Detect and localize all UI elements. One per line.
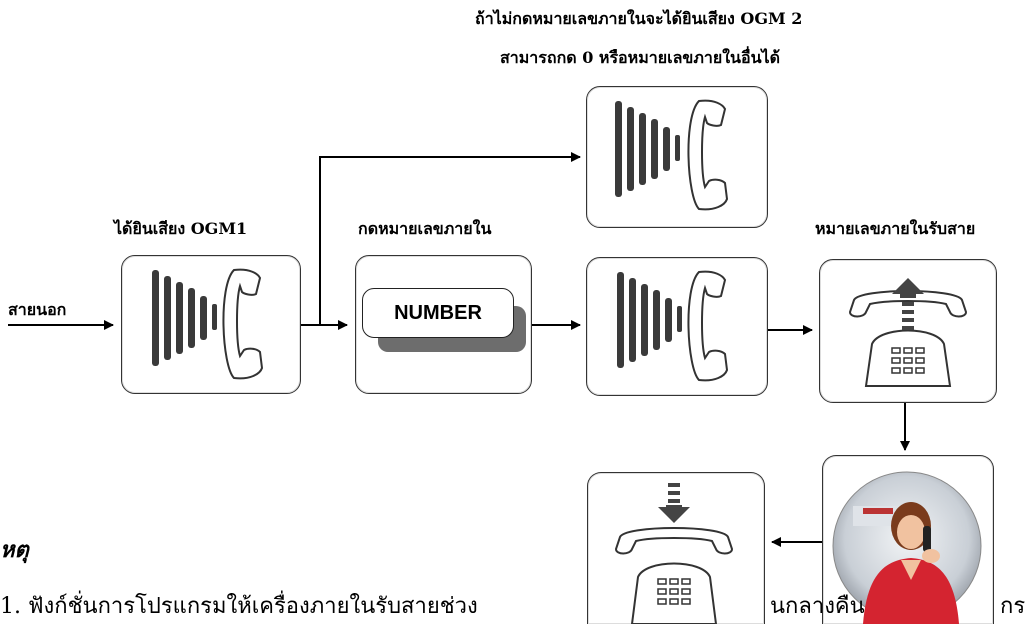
ogm2-caption-line1: ถ้าไม่กดหมายเลขภายในจะได้ยินเสียง OGM 2: [475, 9, 803, 28]
note-line-1: 1. ฟังก์ชั่นการโปรแกรมให้เครื่องภายในรับ…: [0, 594, 478, 619]
note-line-1-tail: กระ: [1000, 594, 1025, 619]
desk-phone-up-arrow-icon: [848, 278, 968, 387]
operator-photo: [832, 471, 982, 624]
phone-speaker-icon: [617, 270, 729, 382]
ext-answer-box: [819, 259, 997, 403]
ogm1-label: ได้ยินเสียง OGM1: [114, 219, 248, 238]
arrow-branch-to-ogm2: [319, 152, 581, 325]
outside-line-label: สายนอก: [8, 300, 67, 319]
ogm-after-box: [586, 257, 768, 396]
hangup-box: [587, 472, 765, 625]
note-line-1-mid: นกลางคืน: [770, 594, 865, 619]
dial-ext-box: NUMBER: [355, 255, 532, 394]
ext-answer-label: หมายเลขภายในรับสาย: [815, 219, 976, 238]
phone-speaker-icon: [615, 99, 729, 211]
operator-box: [822, 455, 994, 624]
phone-speaker-icon: [152, 268, 264, 380]
ogm1-box: [121, 255, 301, 394]
dial-ext-label: กดหมายเลขภายใน: [358, 219, 492, 238]
desk-phone-down-arrow-icon: [614, 483, 734, 625]
ogm2-caption-line2: สามารถกด 0 หรือหมายเลขภายในอื่นได้: [500, 48, 780, 67]
number-button: NUMBER: [362, 288, 514, 338]
ogm2-box: [586, 86, 768, 228]
note-title: หตุ: [0, 538, 29, 563]
